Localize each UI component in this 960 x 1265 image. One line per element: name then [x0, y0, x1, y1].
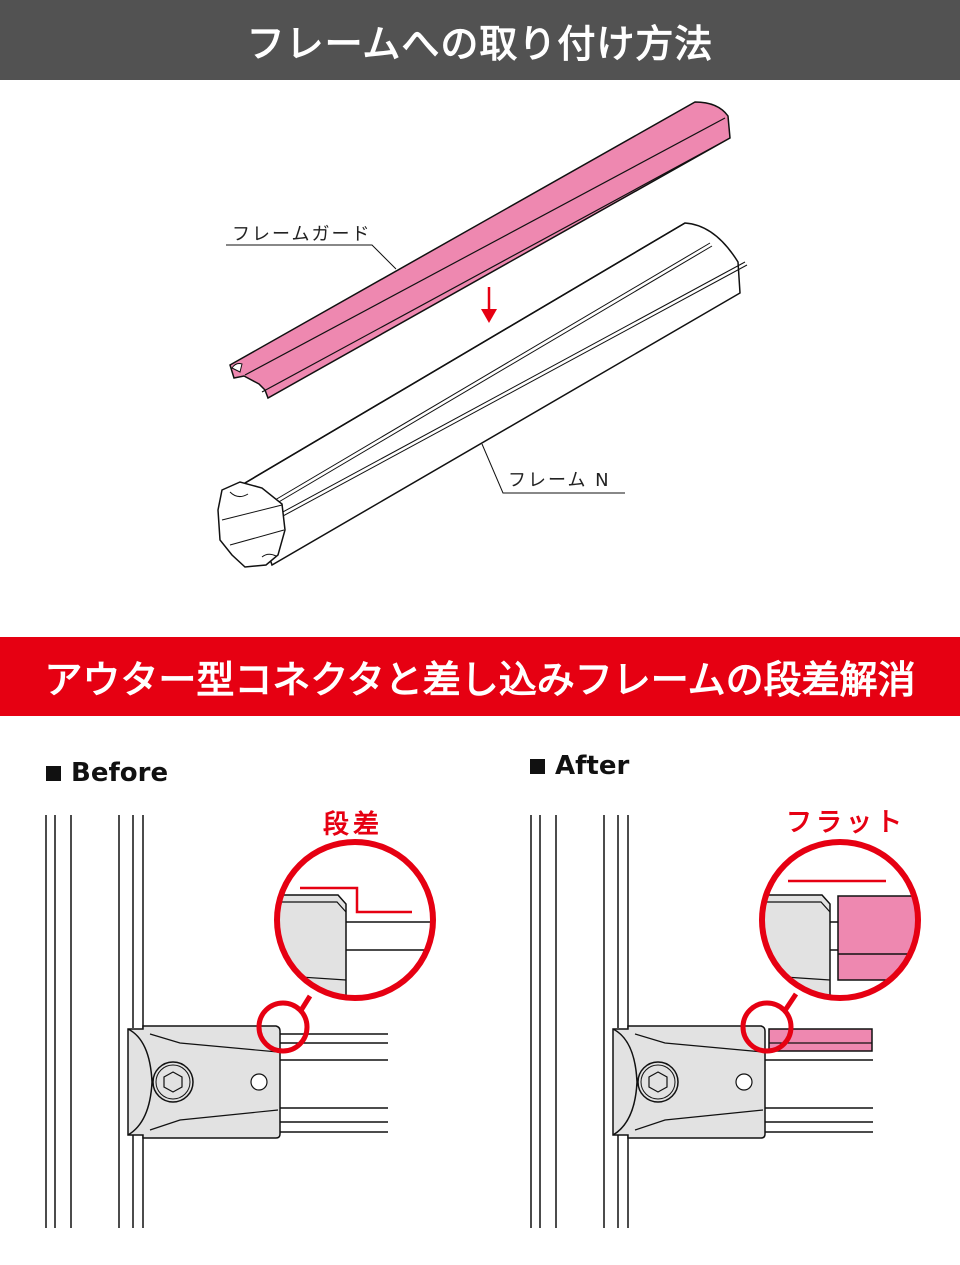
before-heading: Before: [46, 758, 168, 788]
frame-n-tube: [217, 222, 748, 568]
step-annotation: 段差: [323, 810, 384, 840]
bullet-square-icon: [530, 758, 545, 774]
down-arrow-icon: [481, 287, 497, 323]
frame-guard-part: [229, 101, 731, 400]
before-magnifier: [256, 839, 436, 1054]
before-label: Before: [71, 758, 169, 788]
frame-guard-label: フレームガード: [232, 224, 372, 245]
section-title-banner: アウター型コネクタと差し込みフレームの段差解消: [0, 637, 960, 716]
frame-guard-diagram: [217, 101, 748, 568]
frame-guard-leader: [226, 244, 397, 270]
after-magnifier: [740, 839, 921, 1054]
after-heading: After: [530, 751, 629, 781]
before-drawing: [45, 815, 388, 1228]
after-label: After: [555, 751, 630, 781]
page-title-banner: フレームへの取り付け方法: [0, 0, 960, 80]
flat-annotation: フラット: [786, 808, 907, 838]
bullet-square-icon: [46, 765, 61, 781]
page-title: フレームへの取り付け方法: [246, 21, 714, 66]
section-title: アウター型コネクタと差し込みフレームの段差解消: [44, 658, 916, 702]
frame-n-label: フレーム N: [508, 470, 611, 491]
frame-n-leader: [481, 443, 625, 494]
after-drawing: [530, 815, 873, 1228]
